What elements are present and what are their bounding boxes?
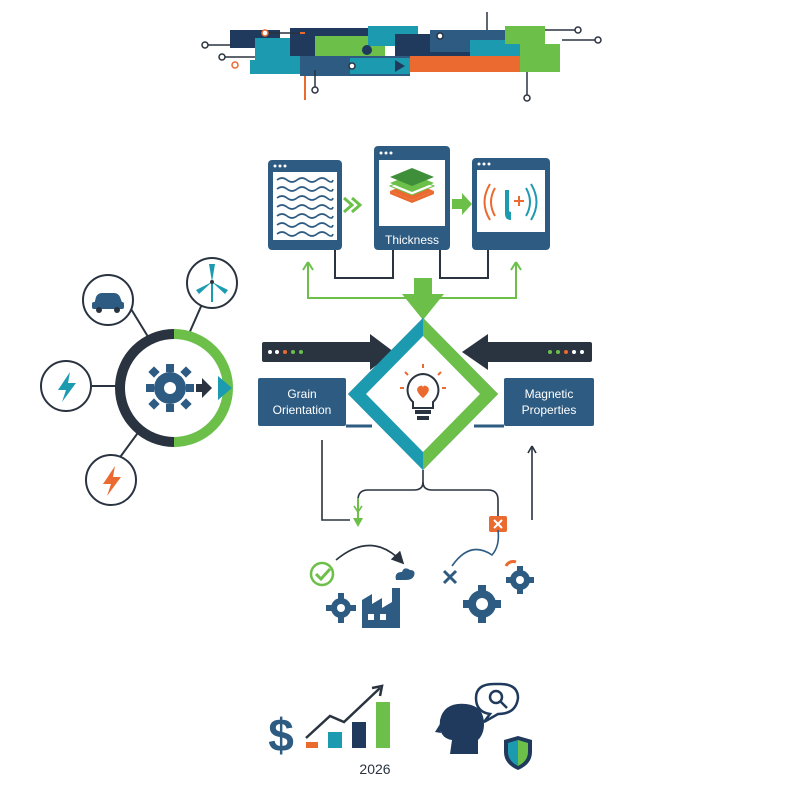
layers-icon: [388, 168, 436, 203]
wavy-lines-icon: [276, 177, 334, 237]
grain-label-line2: Orientation: [273, 403, 332, 417]
magnetic-label-line2: Properties: [522, 403, 577, 417]
factory-icon: [362, 568, 415, 628]
shield-icon: [504, 736, 532, 770]
check-icon: [309, 561, 335, 587]
dollar-icon: $: [268, 709, 294, 761]
double-chevron-icon: [343, 196, 363, 214]
x-box-icon: [489, 516, 507, 532]
down-arrow-to-center: [402, 278, 444, 320]
lightbulb-icon: [400, 364, 446, 420]
left-input-bar: [262, 334, 394, 370]
hub-gear-icon: [146, 364, 194, 412]
wind-turbine-icon: [186, 257, 238, 309]
magnet-field-icon: [483, 183, 538, 221]
gears-icon: [463, 560, 534, 623]
panel-thickness: Thickness: [374, 146, 450, 250]
magnetic-label-line1: Magnetic: [525, 387, 574, 401]
car-icon: [82, 274, 134, 326]
year-label: 2026: [359, 761, 390, 777]
circuit-banner: [201, 12, 602, 102]
lightning-orange-icon: [85, 454, 137, 506]
grain-orientation-box: Grain Orientation: [258, 378, 372, 428]
panel-magnet: [472, 158, 550, 250]
magnetic-properties-box: Magnetic Properties: [474, 378, 594, 428]
left-curved-arrow: [335, 544, 405, 565]
lightning-teal-icon: [40, 360, 92, 412]
head-icon: [435, 703, 484, 754]
panel-wavy-texture: [268, 160, 342, 250]
hub-output-arrow: [196, 376, 232, 400]
left-gear-icon: [326, 593, 356, 623]
grain-label-line1: Grain: [287, 387, 316, 401]
right-curved-line: [451, 529, 500, 567]
center-diamond: [348, 318, 498, 470]
right-input-bar: [462, 334, 592, 370]
growth-chart-icon: [305, 684, 390, 748]
cross-icon: [442, 569, 458, 585]
thickness-label: Thickness: [385, 233, 439, 247]
svg-text:$: $: [268, 709, 294, 761]
green-arrow-right-icon: [452, 193, 472, 215]
magnifier-bubble-icon: [474, 682, 520, 724]
green-down-arrowhead: [353, 518, 363, 527]
lower-branch-lines: [321, 440, 537, 521]
panel-connectors: [302, 250, 522, 299]
